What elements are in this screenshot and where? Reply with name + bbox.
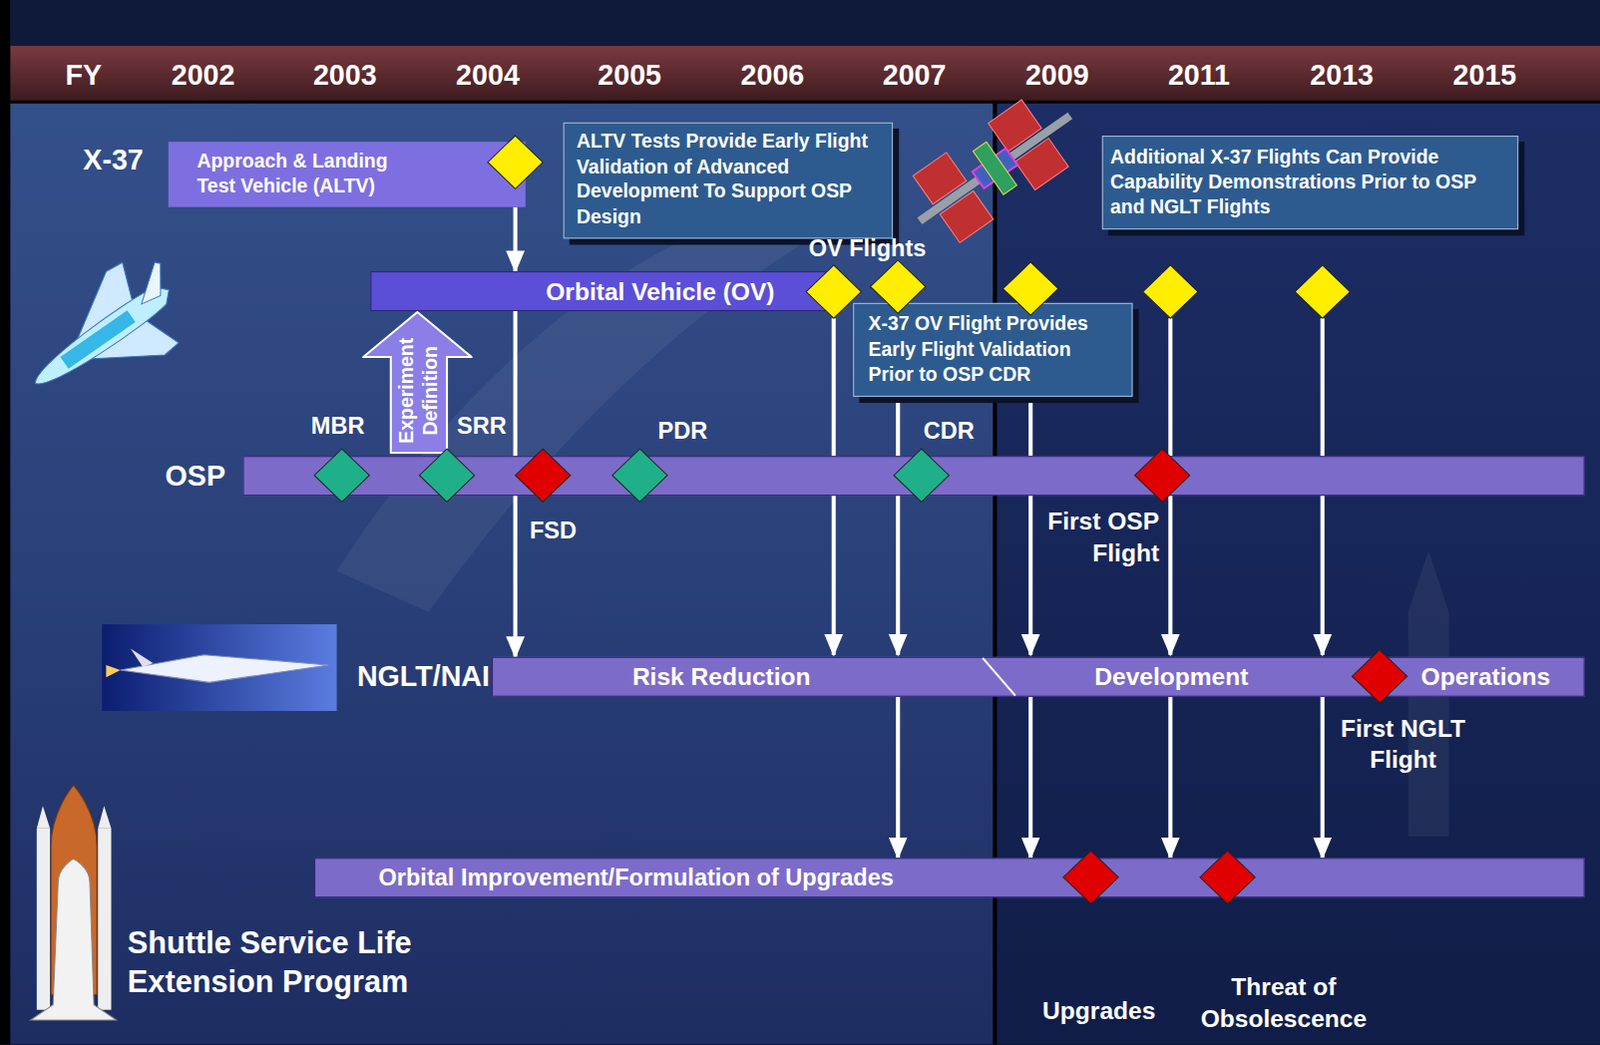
milestone-diamond [805,265,861,319]
x43-fin [130,649,154,668]
solar-panel [1015,138,1069,191]
milestone-diamond [1200,850,1255,904]
axis-label: 2006 [741,58,805,92]
milestone-label: Threat of Obsolescence [1192,971,1376,1036]
space-station [895,81,1094,255]
axis-label: FY [65,58,103,92]
milestone-label: CDR [923,417,975,446]
callout-text: X-37 OV Flight Provides Early Flight Val… [868,312,1123,389]
milestone-diamond [515,448,571,502]
milestone-diamond [487,135,543,189]
milestone-diamond [1135,448,1191,502]
milestone-label: PDR [658,417,709,446]
milestone-label: OV Flights [808,235,927,264]
flow-arrow [513,207,518,272]
arrow-outline [363,312,471,453]
solar-panel [939,190,993,243]
milestone-diamond [1003,262,1059,316]
band-text: Orbital Vehicle (OV) [545,272,775,311]
milestone-diamond [1143,265,1199,319]
program-band: NGLT/NAIRisk ReductionDevelopmentOperati… [491,657,1586,698]
milestone-diamond [1063,850,1119,904]
axis-label: 2005 [597,58,662,92]
flow-arrow [1168,697,1173,859]
band-text: Operations [1421,658,1552,697]
callout-box: ALTV Tests Provide Early Flight Validati… [563,122,893,239]
phase-band: Orbital Vehicle (OV) [370,271,831,312]
year-divider [992,101,997,1045]
milestone-diamond [1294,265,1350,319]
booster [36,828,50,1011]
milestone-label: Upgrades [1042,996,1156,1026]
solar-panel [912,152,966,205]
band-text: NGLT/NAI [357,658,490,697]
milestone-label: FSD [529,516,577,545]
milestone-diamond [612,448,668,502]
program-band: Orbital Improvement/Formulation of Upgra… [314,857,1586,898]
right-panel [994,101,1600,1045]
callout-text: Additional X-37 Flights Can Provide Capa… [1110,144,1508,221]
milestone-label: First NGLT Flight [1331,712,1475,777]
band-text: OSP [165,456,226,495]
band-text: Risk Reduction [632,658,811,697]
background-vehicle [337,204,817,613]
vehicle-box: Approach & Landing Test Vehicle (ALTV) [168,141,526,207]
axis-label: 2002 [171,58,236,92]
phase-divider [982,658,1016,697]
milestone-label: First OSP Flight [1034,504,1160,569]
axis-label: 2011 [1168,58,1230,92]
milestone-label: MBR [311,412,366,441]
box-text: Approach & Landing Test Vehicle (ALTV) [196,149,411,201]
booster [97,828,111,1011]
milestone-diamond [893,448,949,502]
axis-label: 2004 [455,58,520,92]
band-text: Orbital Improvement/Formulation of Upgra… [379,858,894,897]
callout-box: X-37 OV Flight Provides Early Flight Val… [852,303,1133,398]
frame-edge [0,0,10,1045]
left-panel [9,101,995,1045]
orbiter-wing [38,261,180,402]
milestone-diamond [418,448,474,502]
row-label: Shuttle Service Life Extension Program [127,924,439,1002]
up-arrow: Experiment Definition [362,311,472,454]
orbiter-fin [126,260,176,308]
axis-label: 2003 [313,58,378,92]
flow-arrow [1320,697,1325,859]
milestone-label: SRR [456,412,507,441]
orbiter [30,858,117,1021]
axis-label: 2009 [1025,58,1090,92]
milestone-diamond [870,260,926,314]
row-label: X-37 [82,143,144,177]
header-rule [9,100,1600,104]
x43-body [120,655,330,684]
flow-arrow [1028,697,1033,859]
axis-label: 2007 [882,58,947,92]
program-band: OSP [242,455,1585,496]
x43-exhaust [105,665,120,678]
callout-text: ALTV Tests Provide Early Flight Validati… [576,129,882,231]
top-strip [0,0,1600,46]
arrow-text: Experiment Definition [395,330,442,451]
axis-label: 2013 [1309,58,1374,92]
solar-panel [988,99,1042,152]
axis-label: 2015 [1453,58,1518,92]
milestone-diamond [1351,650,1407,704]
orbiter-bay [59,310,135,370]
orbiter-icon [5,243,205,425]
x43-picture [101,624,337,712]
station-module [972,141,1017,195]
callout-box: Additional X-37 Flights Can Provide Capa… [1102,135,1519,230]
picture-ground [101,624,337,712]
band-text: Development [1094,658,1248,697]
milestone-diamond [314,448,370,502]
header-bar [9,45,1600,102]
flow-arrow [895,697,900,859]
shuttle-stack [30,786,117,1021]
